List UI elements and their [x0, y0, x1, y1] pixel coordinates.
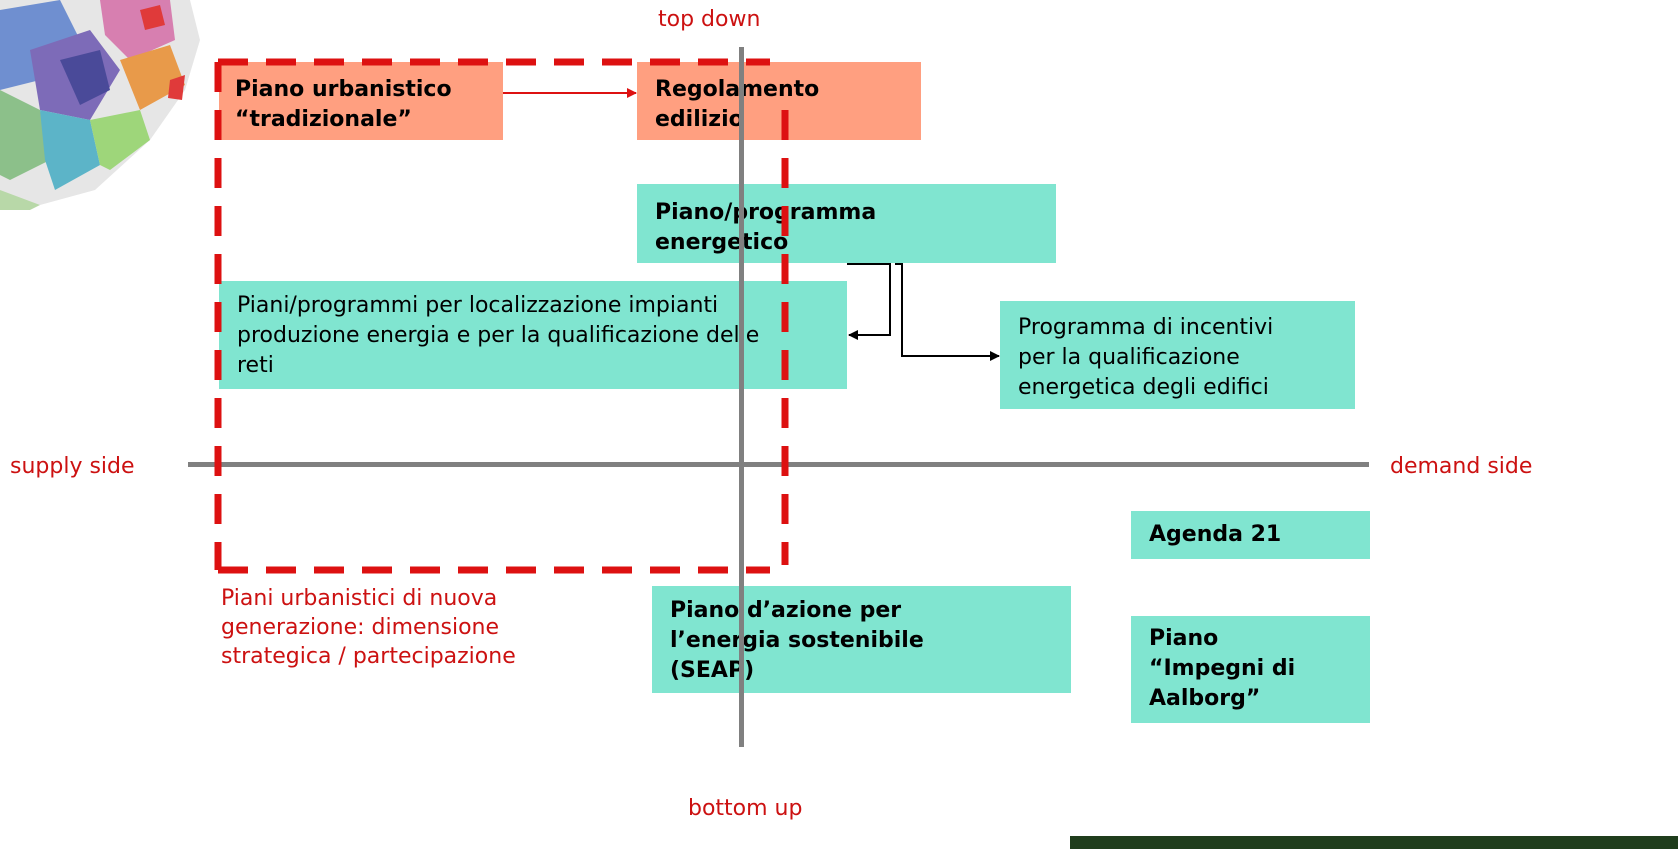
box-piani-localizzazione: Piani/programmi per localizzazione impia…: [219, 281, 847, 389]
box-programma-incentivi: Programma di incentivi per la qualificaz…: [1000, 301, 1355, 409]
box-impegni-aalborg-text: Piano “Impegni di Aalborg”: [1149, 626, 1296, 711]
axis-label-top-down: top down: [658, 7, 761, 32]
box-seap: Piano d’azione per l’energia sostenibile…: [652, 586, 1071, 693]
horizontal-axis: [188, 462, 1369, 467]
vertical-axis: [739, 47, 744, 747]
caption-new-generation-plans: Piani urbanistici di nuova generazione: …: [221, 586, 516, 669]
footer-bar: [1070, 836, 1678, 849]
axis-label-demand-side: demand side: [1390, 454, 1533, 479]
box-regolamento-edilizio: Regolamento edilizio: [637, 62, 921, 140]
box-regolamento-text: Regolamento edilizio: [655, 77, 820, 132]
box-piano-energetico: Piano/programma energetico: [637, 184, 1056, 263]
box-impegni-aalborg: Piano “Impegni di Aalborg”: [1131, 616, 1370, 723]
box-seap-text: Piano d’azione per l’energia sostenibile…: [670, 598, 924, 683]
box-agenda-21: Agenda 21: [1131, 511, 1370, 559]
city-map-image: [0, 0, 215, 210]
arrow-energetico-to-incentivi: [895, 263, 1000, 361]
box-piani-localizzazione-text: Piani/programmi per localizzazione impia…: [237, 293, 760, 378]
box-piano-urbanistico-text: Piano urbanistico “tradizionale”: [235, 77, 452, 132]
box-piano-urbanistico: Piano urbanistico “tradizionale”: [219, 62, 503, 140]
axis-label-supply-side: supply side: [10, 454, 135, 479]
box-piano-energetico-text: Piano/programma energetico: [655, 200, 877, 255]
new-generation-plans-frame: [214, 58, 789, 574]
arrow-energetico-to-localizzazione: [847, 263, 891, 340]
axis-label-bottom-up: bottom up: [688, 796, 803, 821]
box-agenda-21-text: Agenda 21: [1149, 522, 1282, 547]
box-programma-incentivi-text: Programma di incentivi per la qualificaz…: [1018, 315, 1274, 400]
